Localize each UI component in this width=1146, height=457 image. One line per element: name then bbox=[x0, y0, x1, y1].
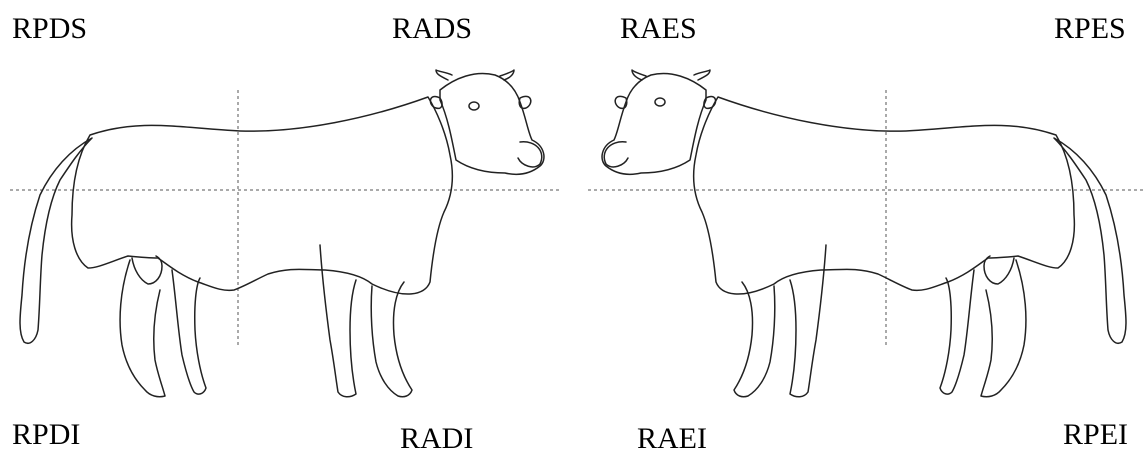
label-rpds: RPDS bbox=[12, 14, 87, 44]
label-rads: RADS bbox=[392, 14, 472, 44]
cow-horn-left bbox=[436, 70, 452, 80]
label-raei: RAEI bbox=[637, 424, 707, 454]
cow-front-leg-outer-right bbox=[790, 245, 826, 397]
cow-eye-left bbox=[469, 102, 479, 110]
cow-rear-leg-inner-left bbox=[172, 270, 206, 394]
cow-ear-right bbox=[519, 96, 531, 108]
cow-head-right bbox=[602, 73, 706, 174]
cow-head-left bbox=[440, 73, 544, 174]
cow-ear-right-b bbox=[615, 96, 627, 108]
cow-left-side bbox=[588, 70, 1146, 397]
cow-tail-left bbox=[20, 138, 92, 343]
cow-right-side bbox=[10, 70, 560, 397]
cow-muzzle-right bbox=[604, 142, 628, 167]
cow-front-leg-outer-left bbox=[320, 245, 356, 397]
cow-eye-right bbox=[655, 98, 665, 106]
label-raes: RAES bbox=[620, 14, 697, 44]
label-rpdi: RPDI bbox=[12, 420, 80, 450]
cow-front-leg-inner-right bbox=[734, 282, 775, 397]
cow-front-leg-inner-left bbox=[371, 282, 412, 397]
cow-muzzle-left bbox=[518, 142, 542, 167]
cow-horn-right-a bbox=[694, 70, 710, 80]
label-rpei: RPEI bbox=[1063, 420, 1128, 450]
cow-udder-left bbox=[132, 256, 162, 284]
cow-rear-leg-inner-right bbox=[940, 270, 974, 394]
cow-tail-right bbox=[1054, 138, 1126, 343]
label-rpes: RPES bbox=[1054, 14, 1126, 44]
cow-udder-right bbox=[984, 256, 1014, 284]
label-radi: RADI bbox=[400, 424, 473, 454]
